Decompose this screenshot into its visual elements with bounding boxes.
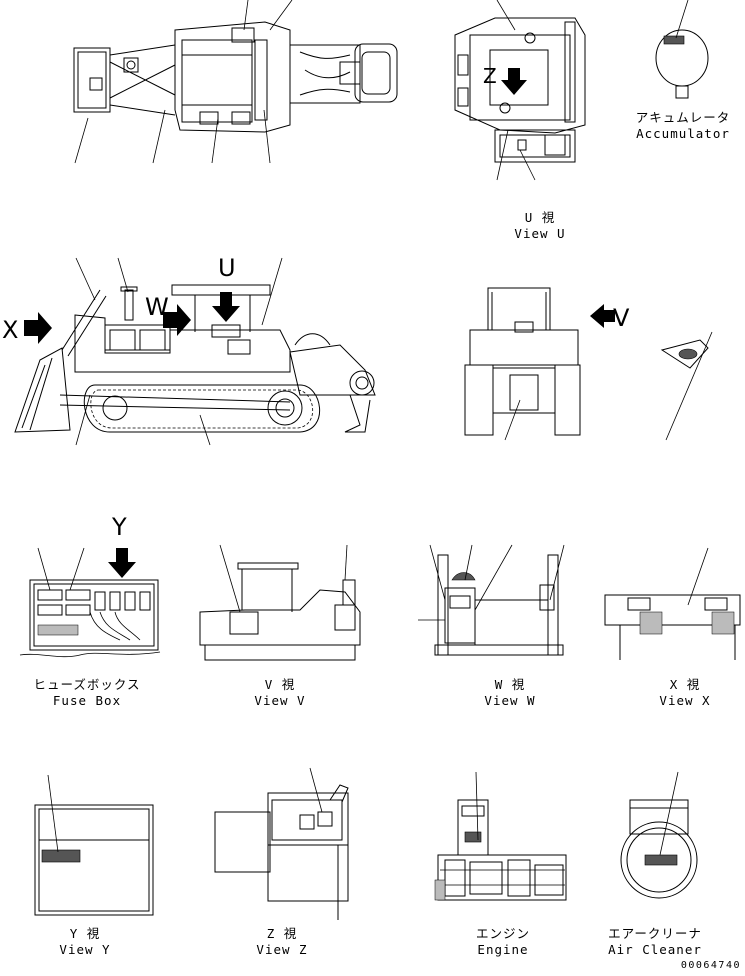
view-z-caption-jp: Z 視 [266, 926, 298, 941]
air-cleaner-caption-en: Air Cleaner [608, 942, 702, 957]
view-letter-y: Y [112, 513, 127, 541]
air-cleaner-caption: エアークリーナ Air Cleaner [600, 926, 710, 958]
accumulator-caption-en: Accumulator [636, 126, 730, 141]
air-cleaner-caption-jp: エアークリーナ [608, 926, 702, 941]
view-letter-z: Z [483, 64, 497, 88]
fuse-box-caption-en: Fuse Box [52, 693, 122, 708]
view-y-drawing [34, 774, 154, 916]
view-z-caption: Z 視 View Z [237, 926, 327, 958]
view-y-caption: Y 視 View Y [40, 926, 130, 958]
view-letter-x: X [2, 316, 19, 344]
engine-caption-jp: エンジン [475, 926, 530, 941]
view-u-caption: U 視 View U [490, 210, 590, 242]
view-letter-v: V [613, 304, 630, 332]
engine-drawing [434, 771, 567, 901]
view-v-drawing [199, 544, 361, 661]
view-w-caption-en: View W [484, 693, 536, 708]
view-v-caption-jp: V 視 [264, 677, 296, 692]
view-u-caption-en: View U [514, 226, 566, 241]
view-x-drawing [604, 547, 741, 660]
fuse-box-drawing [19, 547, 161, 658]
engine-caption-en: Engine [477, 942, 529, 957]
view-w-drawing [418, 544, 565, 656]
drawing-code: 00064740 [680, 960, 741, 971]
view-u-caption-jp: U 視 [524, 210, 556, 225]
view-x-caption: X 視 View X [640, 677, 730, 709]
view-v-caption: V 視 View V [235, 677, 325, 709]
top-view-drawing [73, 0, 398, 164]
view-x-caption-en: View X [659, 693, 711, 708]
fuse-box-caption: ヒューズボックス Fuse Box [22, 677, 152, 709]
air-cleaner-drawing [620, 771, 698, 899]
rear-view-drawing [464, 287, 615, 441]
side-view-drawing [14, 257, 376, 446]
accumulator-drawing [655, 0, 709, 99]
fuse-box-caption-jp: ヒューズボックス [33, 677, 141, 692]
view-y-caption-jp: Y 視 [69, 926, 101, 941]
view-letter-w: W [145, 293, 169, 321]
view-w-caption: W 視 View W [465, 677, 555, 709]
view-x-caption-jp: X 視 [669, 677, 701, 692]
view-letter-u: U [218, 254, 236, 282]
view-w-caption-jp: W 視 [494, 677, 526, 692]
accumulator-caption: アキュムレータ Accumulator [628, 110, 738, 142]
decal-drawing [660, 331, 713, 441]
engine-caption: エンジン Engine [458, 926, 548, 958]
accumulator-caption-jp: アキュムレータ [635, 110, 731, 125]
view-z-drawing [214, 767, 349, 920]
view-y-caption-en: View Y [59, 942, 111, 957]
view-z-caption-en: View Z [256, 942, 308, 957]
view-v-caption-en: View V [254, 693, 306, 708]
view-u-drawing [454, 0, 586, 181]
